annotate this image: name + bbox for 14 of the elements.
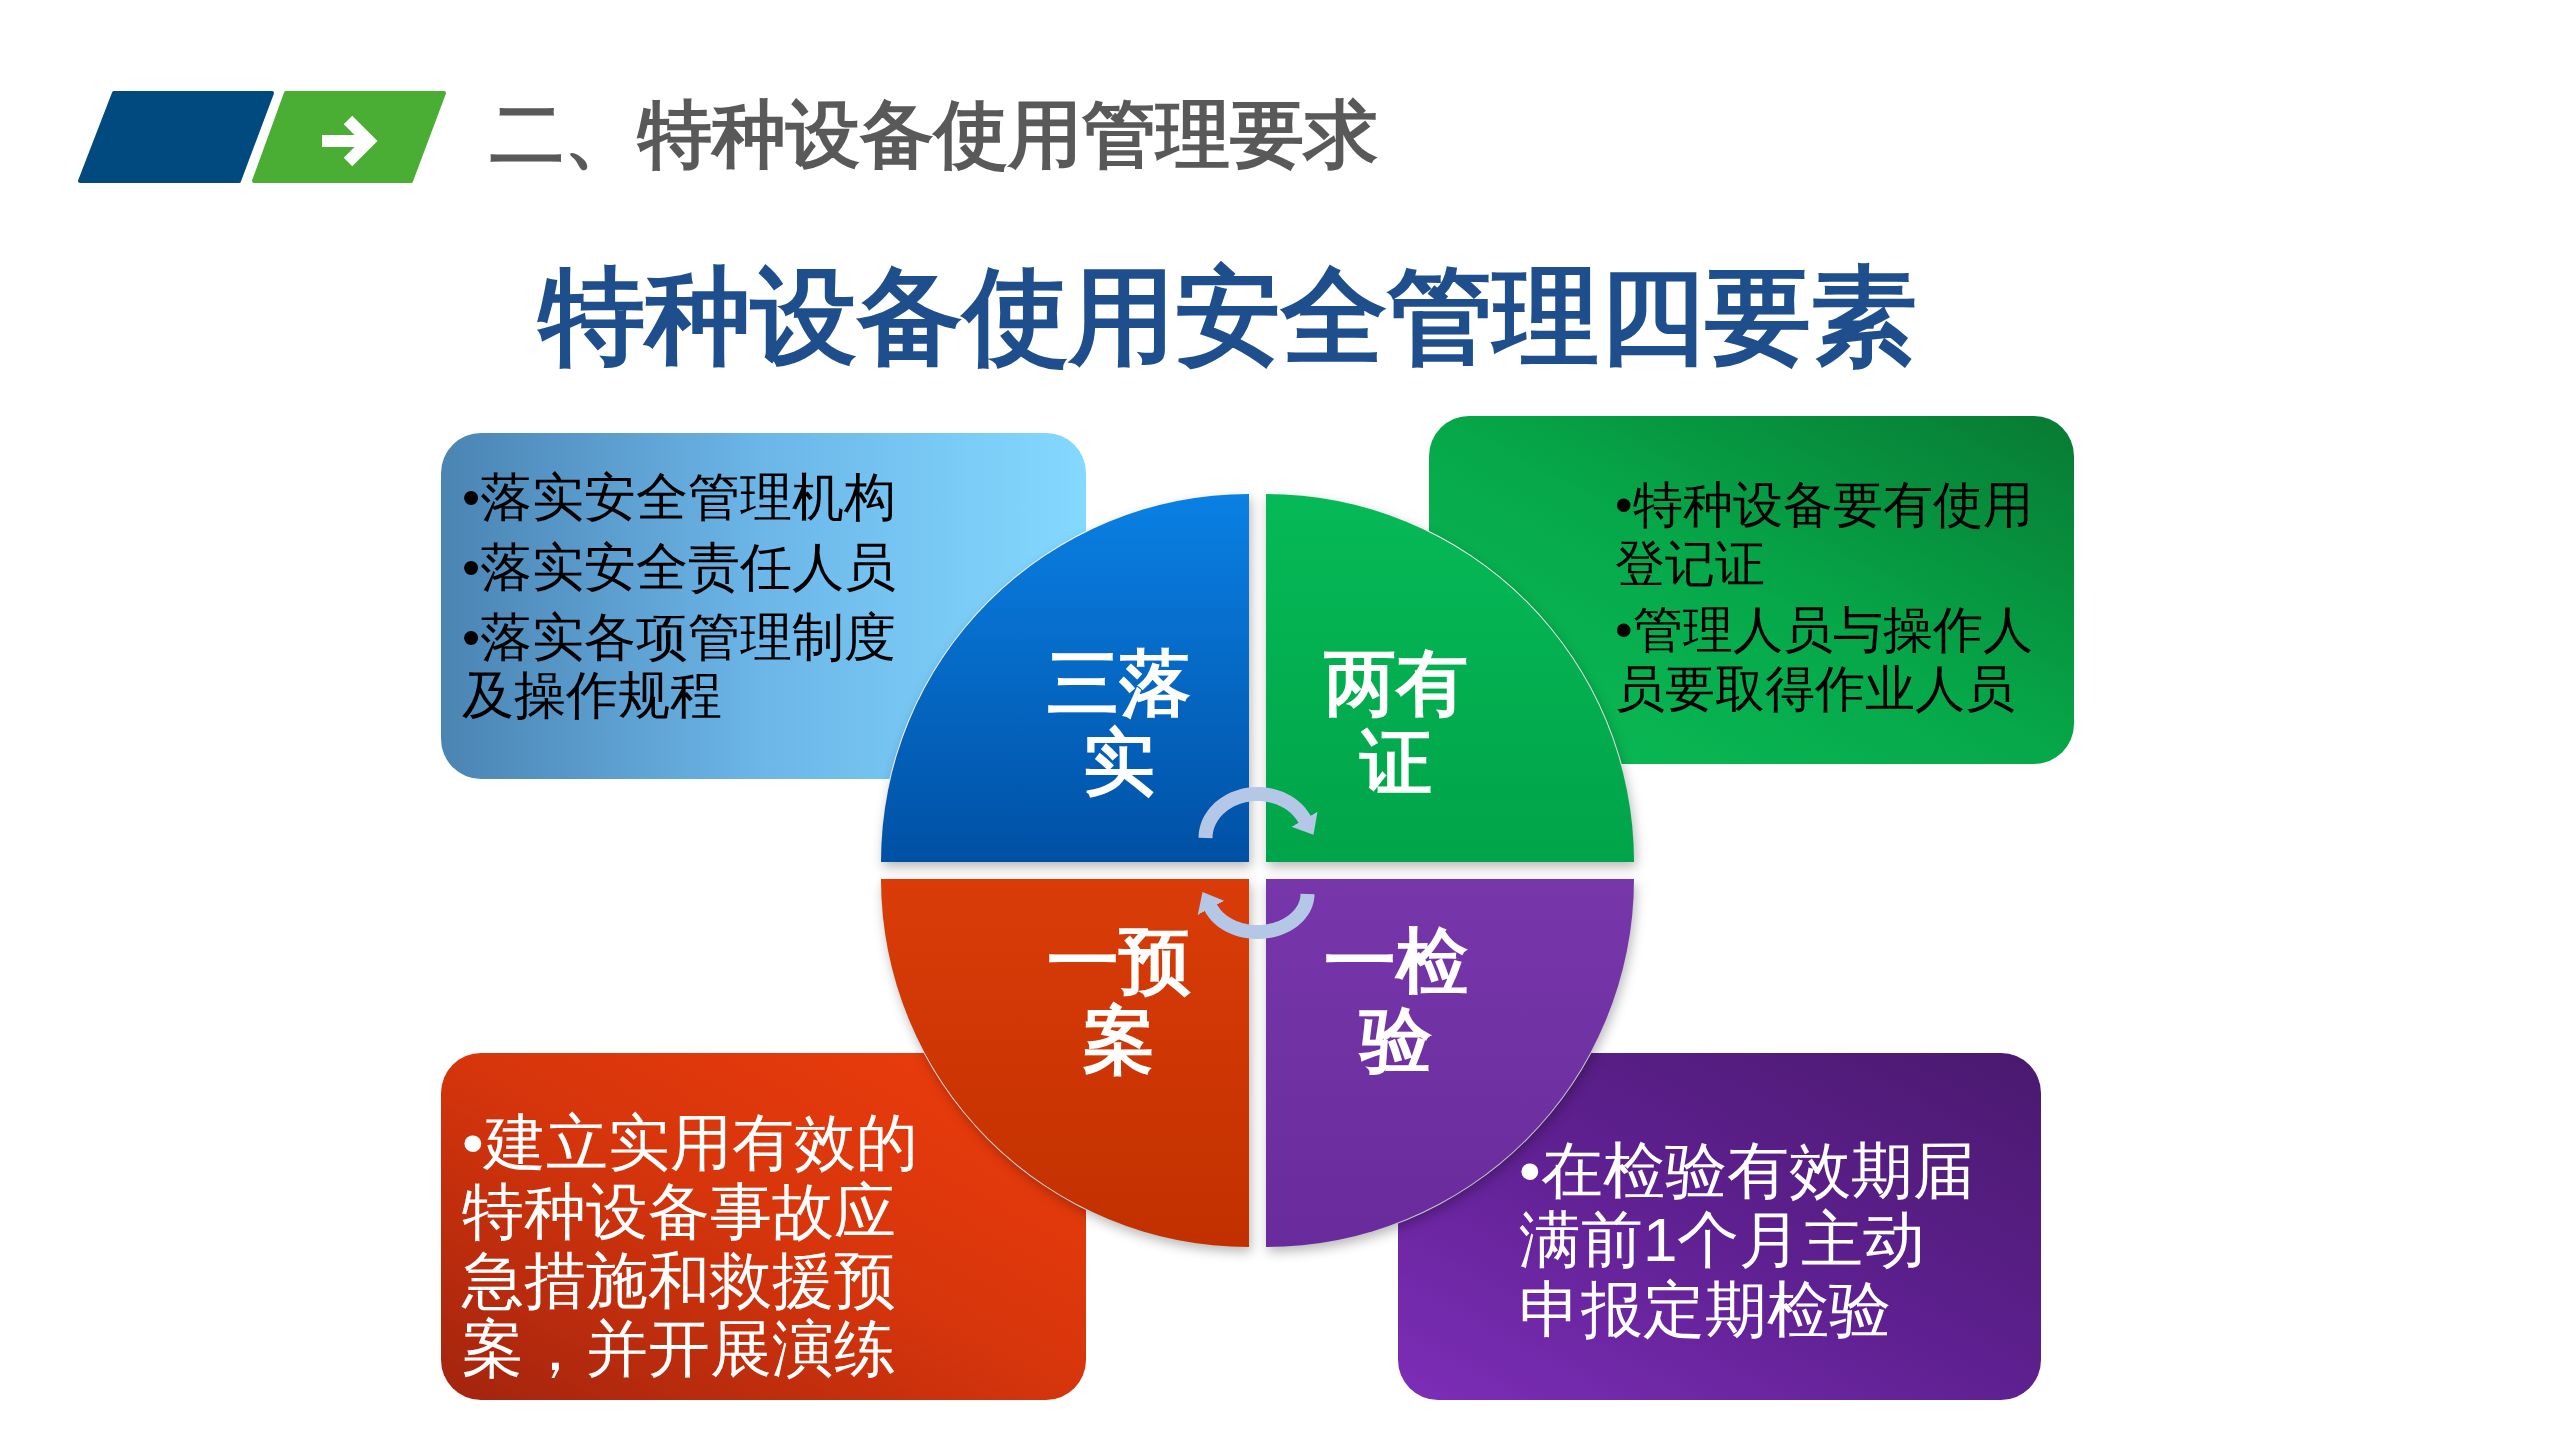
- bullet-text: •管理人员与操作人员要取得作业人员: [1615, 601, 2034, 719]
- quadrant-title: 一预案: [1045, 922, 1192, 1081]
- diagram-title: 特种设备使用安全管理四要素: [539, 256, 1917, 377]
- bullet-text: •落实安全责任人员: [462, 539, 898, 597]
- quadrant-title: 一检验: [1322, 922, 1469, 1081]
- section-heading: 二、特种设备使用管理要求: [490, 92, 1378, 178]
- quadrant-title: 三落实: [1045, 644, 1192, 803]
- bullet-text: •落实安全管理机构: [462, 469, 898, 527]
- bullet-text: •在检验有效期届满前1个月主动申报定期检验: [1519, 1136, 1976, 1345]
- bullet-text: •建立实用有效的特种设备事故应急措施和救援预案，并开展演练: [462, 1109, 919, 1385]
- bullet-text: •落实各项管理制度及操作规程: [462, 609, 898, 724]
- curved-arrow: [1197, 889, 1315, 939]
- quadrant-title: 两有证: [1322, 644, 1469, 803]
- bullet-text: •特种设备要有使用登记证: [1615, 476, 2034, 594]
